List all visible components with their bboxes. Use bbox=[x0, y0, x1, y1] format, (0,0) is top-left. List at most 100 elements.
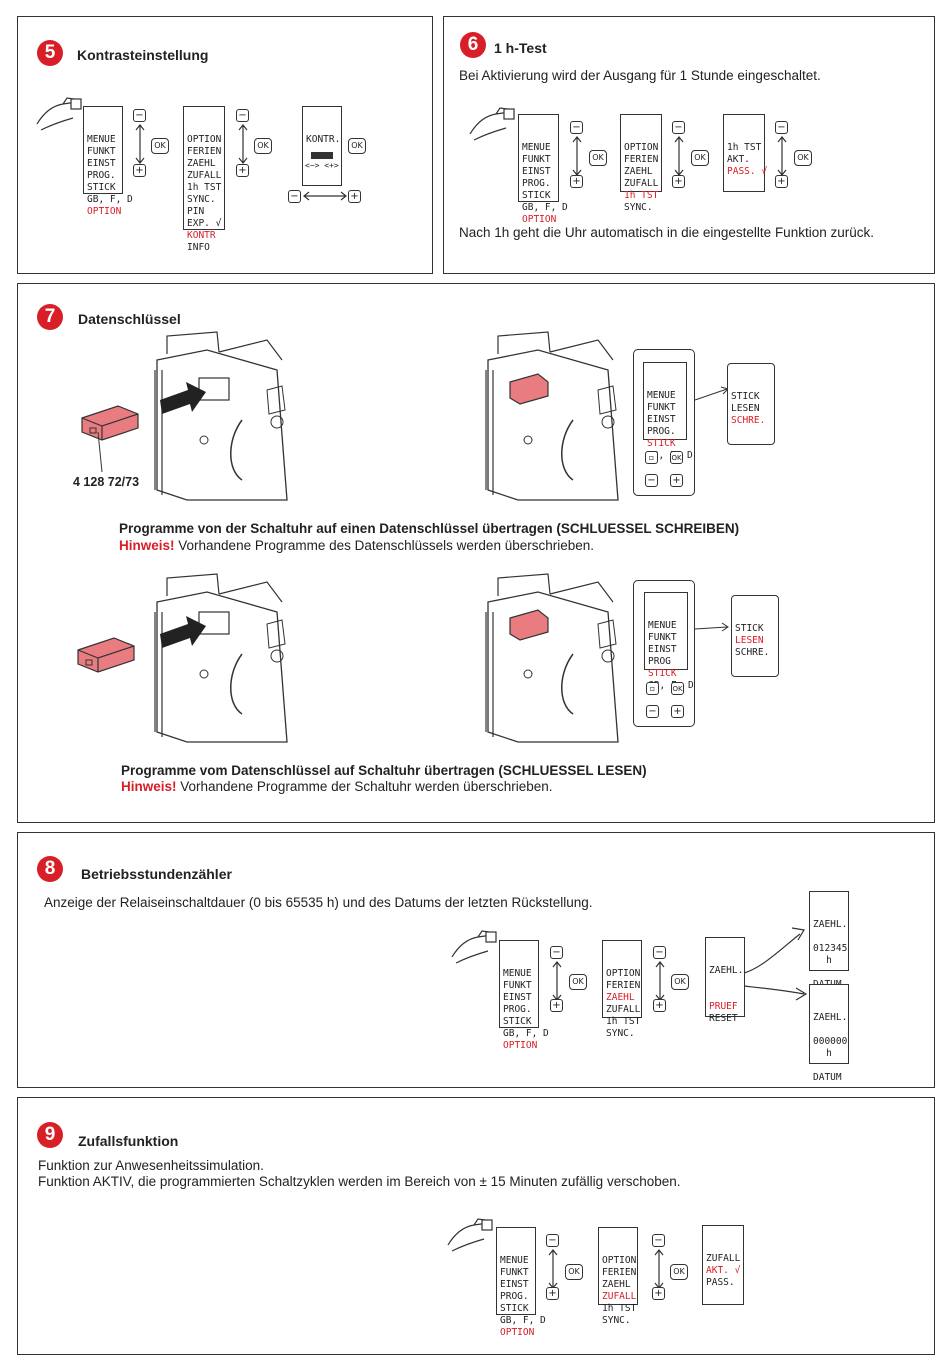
minus-button[interactable]: − bbox=[133, 109, 146, 122]
ok-button[interactable]: OK bbox=[794, 150, 812, 166]
section-title-contrast: Kontrasteinstellung bbox=[77, 47, 209, 63]
section-random-function bbox=[17, 1097, 935, 1355]
read-title: Programme vom Datenschlüssel auf Schaltu… bbox=[121, 763, 647, 778]
plus-button[interactable]: + bbox=[546, 1287, 559, 1300]
part-number: 4 128 72/73 bbox=[73, 475, 140, 489]
section-text: Nach 1h geht die Uhr automatisch in die … bbox=[459, 225, 874, 240]
timer-device-image bbox=[154, 573, 288, 743]
up-down-arrow-icon bbox=[655, 961, 665, 1001]
plus-button[interactable]: + bbox=[652, 1287, 665, 1300]
data-key-icon bbox=[81, 405, 139, 441]
ok-button[interactable]: OK bbox=[589, 150, 607, 166]
section-title-1h-test: 1 h-Test bbox=[494, 40, 547, 56]
minus-button[interactable]: − bbox=[288, 190, 301, 203]
section-number-6: 6 bbox=[460, 32, 486, 58]
hand-pressing-icon bbox=[447, 1218, 493, 1252]
lcd-kontrast: KONTR. bbox=[302, 106, 342, 186]
key-button[interactable]: ▫ bbox=[646, 682, 659, 695]
ok-button[interactable]: OK bbox=[569, 974, 587, 990]
lcd-zaehl-pruef: ZAEHL.012345hDATUM bbox=[809, 891, 849, 990]
plus-button[interactable]: + bbox=[671, 705, 684, 718]
section-number-8: 8 bbox=[37, 856, 63, 882]
up-down-arrow-icon bbox=[135, 124, 145, 164]
up-down-arrow-icon bbox=[654, 1249, 664, 1289]
section-text: Funktion AKTIV, die programmierten Schal… bbox=[38, 1174, 681, 1189]
plus-button[interactable]: + bbox=[670, 474, 683, 487]
up-down-arrow-icon bbox=[674, 136, 684, 176]
insert-arrow-icon bbox=[160, 382, 206, 414]
minus-button[interactable]: − bbox=[646, 705, 659, 718]
minus-button[interactable]: − bbox=[546, 1234, 559, 1247]
minus-button[interactable]: − bbox=[775, 121, 788, 134]
device-front-panel bbox=[633, 580, 695, 727]
up-down-arrow-icon bbox=[548, 1249, 558, 1289]
hand-pressing-icon bbox=[451, 930, 497, 964]
lcd-menue: MENUEFUNKTEINSTPROGSTICKGB, F, D bbox=[644, 592, 694, 691]
callout-arrow-icon bbox=[694, 622, 729, 632]
timer-device-with-key-image bbox=[485, 573, 619, 743]
hand-pressing-icon bbox=[469, 107, 515, 141]
up-down-arrow-icon bbox=[572, 136, 582, 176]
section-data-key bbox=[17, 283, 935, 823]
plus-button[interactable]: + bbox=[348, 190, 361, 203]
ok-button[interactable]: OK bbox=[348, 138, 366, 154]
section-text: Bei Aktivierung wird der Ausgang für 1 S… bbox=[459, 68, 821, 83]
write-note: Hinweis! Vorhandene Programme des Datens… bbox=[119, 538, 595, 553]
minus-button[interactable]: − bbox=[653, 946, 666, 959]
section-title-random-function: Zufallsfunktion bbox=[78, 1133, 179, 1149]
minus-button[interactable]: − bbox=[652, 1234, 665, 1247]
plus-button[interactable]: + bbox=[570, 175, 583, 188]
contrast-scale: <−> <+> bbox=[305, 161, 339, 170]
up-down-arrow-icon bbox=[238, 124, 248, 164]
left-right-arrow-icon bbox=[303, 191, 347, 201]
plus-button[interactable]: + bbox=[672, 175, 685, 188]
plus-button[interactable]: + bbox=[236, 164, 249, 177]
minus-button[interactable]: − bbox=[570, 121, 583, 134]
section-contrast bbox=[17, 16, 433, 274]
plus-button[interactable]: + bbox=[775, 175, 788, 188]
insert-arrow-icon bbox=[160, 616, 206, 648]
plus-button[interactable]: + bbox=[133, 164, 146, 177]
section-operating-hours bbox=[17, 832, 935, 1088]
ok-button[interactable]: OK bbox=[671, 682, 684, 695]
device-front-panel bbox=[633, 349, 695, 496]
section-number-9: 9 bbox=[37, 1122, 63, 1148]
section-1h-test bbox=[443, 16, 935, 274]
ok-button[interactable]: OK bbox=[565, 1264, 583, 1280]
contrast-bar bbox=[311, 152, 333, 159]
section-title-operating-hours: Betriebsstundenzähler bbox=[81, 866, 232, 882]
plus-button[interactable]: + bbox=[550, 999, 563, 1012]
ok-button[interactable]: OK bbox=[254, 138, 272, 154]
minus-button[interactable]: − bbox=[236, 109, 249, 122]
ok-button[interactable]: OK bbox=[691, 150, 709, 166]
ok-button[interactable]: OK bbox=[671, 974, 689, 990]
up-down-arrow-icon bbox=[552, 961, 562, 1001]
minus-button[interactable]: − bbox=[550, 946, 563, 959]
minus-button[interactable]: − bbox=[645, 474, 658, 487]
plus-button[interactable]: + bbox=[653, 999, 666, 1012]
ok-button[interactable]: OK bbox=[670, 451, 683, 464]
section-number-5: 5 bbox=[37, 40, 63, 66]
ok-button[interactable]: OK bbox=[670, 1264, 688, 1280]
key-button[interactable]: ▫ bbox=[645, 451, 658, 464]
minus-button[interactable]: − bbox=[672, 121, 685, 134]
up-down-arrow-icon bbox=[777, 136, 787, 176]
ok-button[interactable]: OK bbox=[151, 138, 169, 154]
section-number-7: 7 bbox=[37, 304, 63, 330]
hand-pressing-icon bbox=[36, 97, 82, 131]
leader-line bbox=[97, 431, 103, 473]
